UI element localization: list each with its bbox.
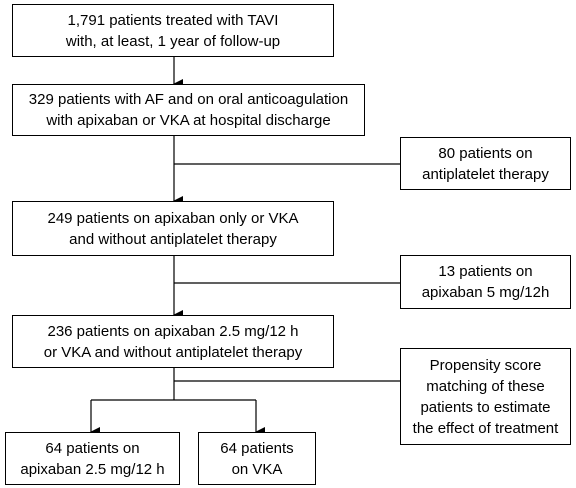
box-propensity-line-1: Propensity score (429, 356, 542, 374)
box-apixaban25-or-vka: 236 patients on apixaban 2.5 mg/12 h or … (12, 315, 334, 368)
box-apixaban-only-line-2: and without antiplatelet therapy (69, 230, 277, 248)
box-group-apixaban: 64 patients on apixaban 2.5 mg/12 h (5, 432, 180, 485)
box-apixaban25-line-1: 236 patients on apixaban 2.5 mg/12 h (47, 322, 299, 340)
box-af-line-2: with apixaban or VKA at hospital dischar… (46, 112, 331, 129)
box-propensity-line-4: the effect of treatment (412, 419, 559, 437)
box-af-anticoagulation: 329 patients with AF and on oral anticoa… (12, 84, 365, 136)
box-apixaban5-line-2: apixaban 5 mg/12h (421, 284, 550, 301)
box-group-vka-line-1: 64 patients (220, 439, 294, 457)
box-af-line-1: 329 patients with AF and on oral anticoa… (28, 91, 349, 108)
box-start-line-1: 1,791 patients treated with TAVI (67, 11, 279, 29)
box-apixaban-only: 249 patients on apixaban only or VKA and… (12, 201, 334, 256)
box-apixaban5-excluded: 13 patients on apixaban 5 mg/12h (400, 255, 571, 309)
box-group-apixaban-line-1: 64 patients on (45, 439, 140, 457)
box-antiplatelet-excluded: 80 patients on antiplatelet therapy (400, 137, 571, 190)
box-start: 1,791 patients treated with TAVI with, a… (12, 4, 334, 57)
box-group-vka-line-2: on VKA (231, 460, 283, 478)
box-antiplatelet-line-2: antiplatelet therapy (422, 165, 549, 183)
box-group-vka: 64 patients on VKA (198, 432, 316, 485)
box-apixaban-only-line-1: 249 patients on apixaban only or VKA (47, 209, 299, 227)
box-antiplatelet-line-1: 80 patients on (438, 144, 533, 162)
box-apixaban5-line-1: 13 patients on (438, 263, 533, 280)
box-apixaban25-line-2: or VKA and without antiplatelet therapy (43, 343, 303, 361)
box-propensity-line-2: matching of these (426, 377, 545, 395)
box-group-apixaban-line-2: apixaban 2.5 mg/12 h (20, 460, 165, 478)
box-propensity-matching: Propensity score matching of these patie… (400, 348, 571, 445)
box-propensity-line-3: patients to estimate (420, 398, 551, 416)
box-start-line-2: with, at least, 1 year of follow-up (65, 32, 281, 50)
